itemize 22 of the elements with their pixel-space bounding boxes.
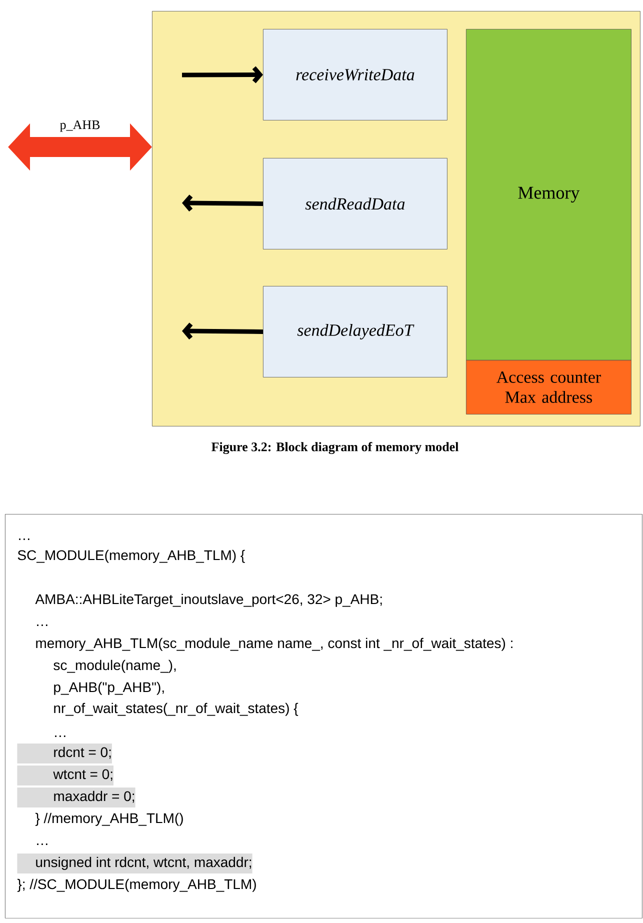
figure-caption: Figure 3.2: Block diagram of memory model: [212, 442, 458, 454]
code-line: SC_MODULE(memory_AHB_TLM) {: [18, 550, 245, 563]
code-line: AMBA::AHBLiteTarget_inoutslave_port<26, 32> p_AHB;: [35, 594, 382, 607]
edge-label: p_AHB: [60, 120, 100, 132]
code-line: …: [19, 538, 30, 540]
code-line: } //memory_AHB_TLM(): [35, 812, 183, 826]
memory-block: Memory: [466, 29, 632, 360]
code-line: sc_module(name_),: [54, 660, 176, 673]
process-box: receiveWriteData: [263, 29, 448, 120]
process-box: sendDelayedEoT: [263, 286, 448, 378]
code-line: }; //SC_MODULE(memory_AHB_TLM): [17, 878, 256, 892]
arrow: [182, 194, 264, 212]
arrow: [182, 66, 263, 84]
process-box: sendReadData: [263, 158, 448, 250]
code-line: …: [37, 844, 48, 845]
code-line: nr_of_wait_states(_nr_of_wait_states) {: [54, 702, 298, 716]
code-line: …: [37, 624, 48, 626]
counter-block: Access counter Max address: [466, 360, 632, 414]
code-line: …: [55, 736, 66, 737]
arrow: [182, 322, 264, 340]
code-line: memory_AHB_TLM(sc_module_name name_, const int _nr_of_wait_states) :: [36, 638, 512, 651]
code-line: p_AHB("p_AHB"),: [54, 682, 164, 695]
